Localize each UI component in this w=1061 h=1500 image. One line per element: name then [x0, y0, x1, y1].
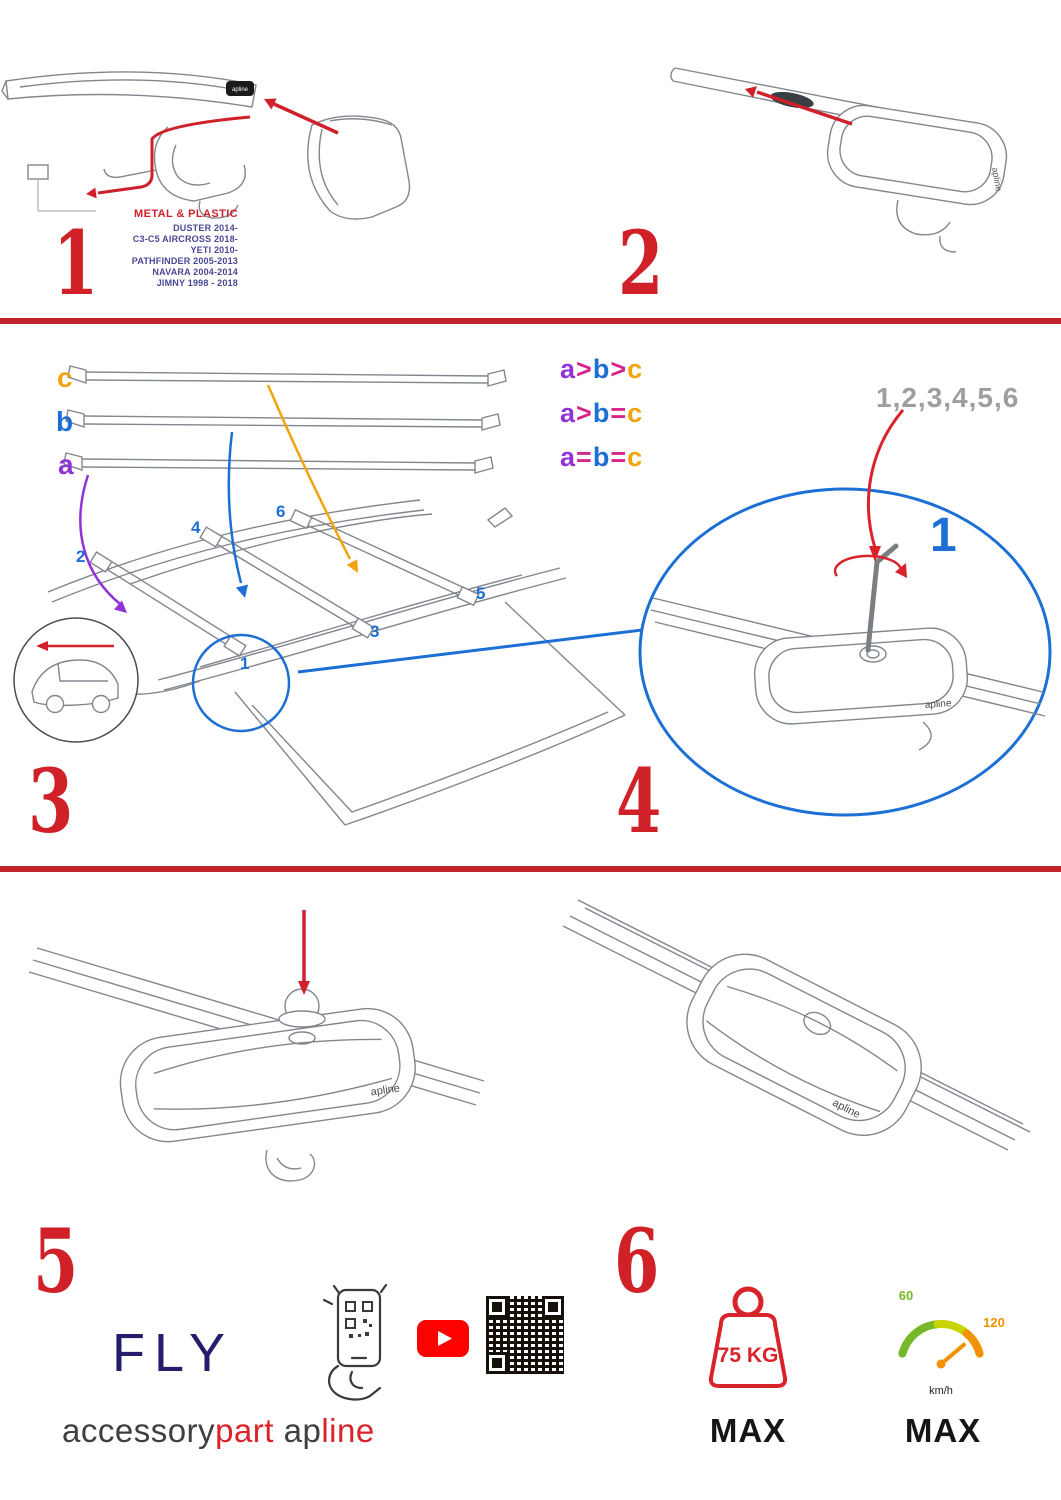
- bar-logo-text: apline: [232, 87, 249, 93]
- car-body-sketch: [54, 601, 626, 826]
- speed-high-label: 120: [983, 1315, 1005, 1330]
- claw-sketch: [265, 1149, 316, 1182]
- weight-max-label: MAX: [709, 1412, 787, 1449]
- foot-pad-sketch: apline: [686, 953, 922, 1136]
- speed-max-label: MAX: [904, 1412, 982, 1449]
- bar-slot: [770, 91, 814, 109]
- qr-code: [486, 1296, 564, 1374]
- red-direction-arrow: [36, 641, 114, 651]
- pad-logo-text: apline: [924, 698, 952, 711]
- speedometer-needle: [939, 1342, 966, 1366]
- foot-pad-sketch: apline: [119, 1007, 416, 1143]
- bars-abc-illustration: [63, 365, 507, 474]
- step6-number: 6: [614, 1209, 659, 1313]
- model-list: DUSTER 2014- C3-C5 AIRCROSS 2018- YETI 2…: [58, 223, 238, 289]
- roof-antenna-sketch: [486, 507, 514, 528]
- section-divider: [0, 866, 1061, 872]
- qr-finder: [486, 1296, 508, 1318]
- bar-c-sketch: [67, 365, 507, 387]
- step1-number: 1: [53, 211, 98, 315]
- sequence-first-number: 1: [930, 509, 957, 562]
- model-line: YETI 2010-: [190, 245, 238, 255]
- brand-line: line: [321, 1412, 375, 1449]
- foot-pad-sketch: apline: [753, 627, 969, 751]
- step2-number: 2: [618, 211, 663, 315]
- red-rotation-arrow: [833, 554, 907, 578]
- model-name-fly: FLY: [112, 1323, 235, 1383]
- position1-highlight-circle: [191, 633, 291, 733]
- youtube-icon: [417, 1320, 469, 1357]
- bar-a-sketch: [63, 452, 494, 474]
- red-trace-foot: [86, 115, 251, 199]
- car-direction-inset: [13, 617, 139, 743]
- max-speed-icon: 60 120 km/h: [898, 1288, 1005, 1397]
- bar-label-a: a: [58, 449, 74, 480]
- allen-key-icon: [865, 543, 899, 653]
- step1-illustration: apline: [1, 71, 411, 220]
- pad-logo-text: apline: [370, 1082, 401, 1098]
- bar-label-c: c: [57, 362, 73, 393]
- step3-number: 3: [28, 749, 73, 853]
- position-2: 2: [76, 547, 86, 566]
- qr-finder: [542, 1296, 564, 1318]
- length-legend: a>b>c a>b=c a=b=c: [560, 356, 643, 488]
- step6-illustration: apline: [562, 899, 1031, 1151]
- step4-zoom-illustration: apline: [638, 487, 1052, 817]
- model-line: NAVARA 2004-2014: [152, 267, 238, 277]
- tightening-sequence: 1,2,3,4,5,6: [876, 382, 1020, 413]
- speed-unit-label: km/h: [929, 1385, 953, 1397]
- bar-b-sketch: [65, 409, 501, 431]
- material-label: METAL & PLASTIC: [134, 208, 238, 220]
- position-1: 1: [240, 654, 250, 673]
- bar-logo-plate: apline: [226, 81, 254, 96]
- legend-row: a=b=c: [560, 442, 644, 472]
- cover-piece-sketch: [307, 115, 411, 220]
- brand-accessory: accessory: [62, 1412, 216, 1449]
- step4-number: 4: [616, 749, 661, 853]
- brand-wordmark: accessorypart apline: [62, 1412, 375, 1450]
- callout-box: [27, 164, 96, 212]
- red-press-arrow: [298, 910, 310, 995]
- speed-low-label: 60: [899, 1288, 913, 1303]
- position-5: 5: [476, 584, 486, 603]
- position-4: 4: [191, 518, 201, 537]
- foot-claw-sketch: [103, 126, 246, 219]
- model-line: C3-C5 AIRCROSS 2018-: [132, 234, 238, 244]
- position-3: 3: [370, 622, 380, 641]
- qr-finder: [486, 1352, 508, 1374]
- red-arrow-into-slot: [745, 86, 853, 126]
- step5-illustration: apline: [28, 910, 485, 1182]
- max-weight-icon: 75 KG: [708, 1286, 788, 1388]
- brand-part: part: [215, 1412, 274, 1449]
- weight-value: 75 KG: [718, 1344, 779, 1367]
- model-line: DUSTER 2014-: [173, 223, 238, 233]
- crossbar-sketch: [1, 71, 257, 108]
- legend-row: a>b=c: [560, 398, 644, 428]
- roof-illustration: [13, 499, 626, 826]
- position-6: 6: [276, 502, 286, 521]
- red-arrow-cover-to-bar: [264, 98, 339, 135]
- model-line: PATHFINDER 2005-2013: [131, 256, 238, 266]
- step2-illustration: apline: [670, 67, 1008, 253]
- phone-scan-icon: [322, 1283, 388, 1401]
- red-sequence-arrow: [866, 409, 905, 562]
- step5-number: 5: [33, 1209, 78, 1313]
- legend-row: a>b>c: [560, 354, 644, 384]
- model-line: JIMNY 1998 - 2018: [156, 278, 238, 288]
- foot-sketch: apline: [826, 104, 1008, 253]
- bar-label-b: b: [56, 406, 74, 437]
- section-divider: [0, 318, 1061, 324]
- pad-logo-text: apline: [990, 167, 1004, 192]
- step1-spec: METAL & PLASTIC DUSTER 2014- C3-C5 AIRCR…: [58, 208, 238, 289]
- brand-ap: ap: [283, 1412, 322, 1449]
